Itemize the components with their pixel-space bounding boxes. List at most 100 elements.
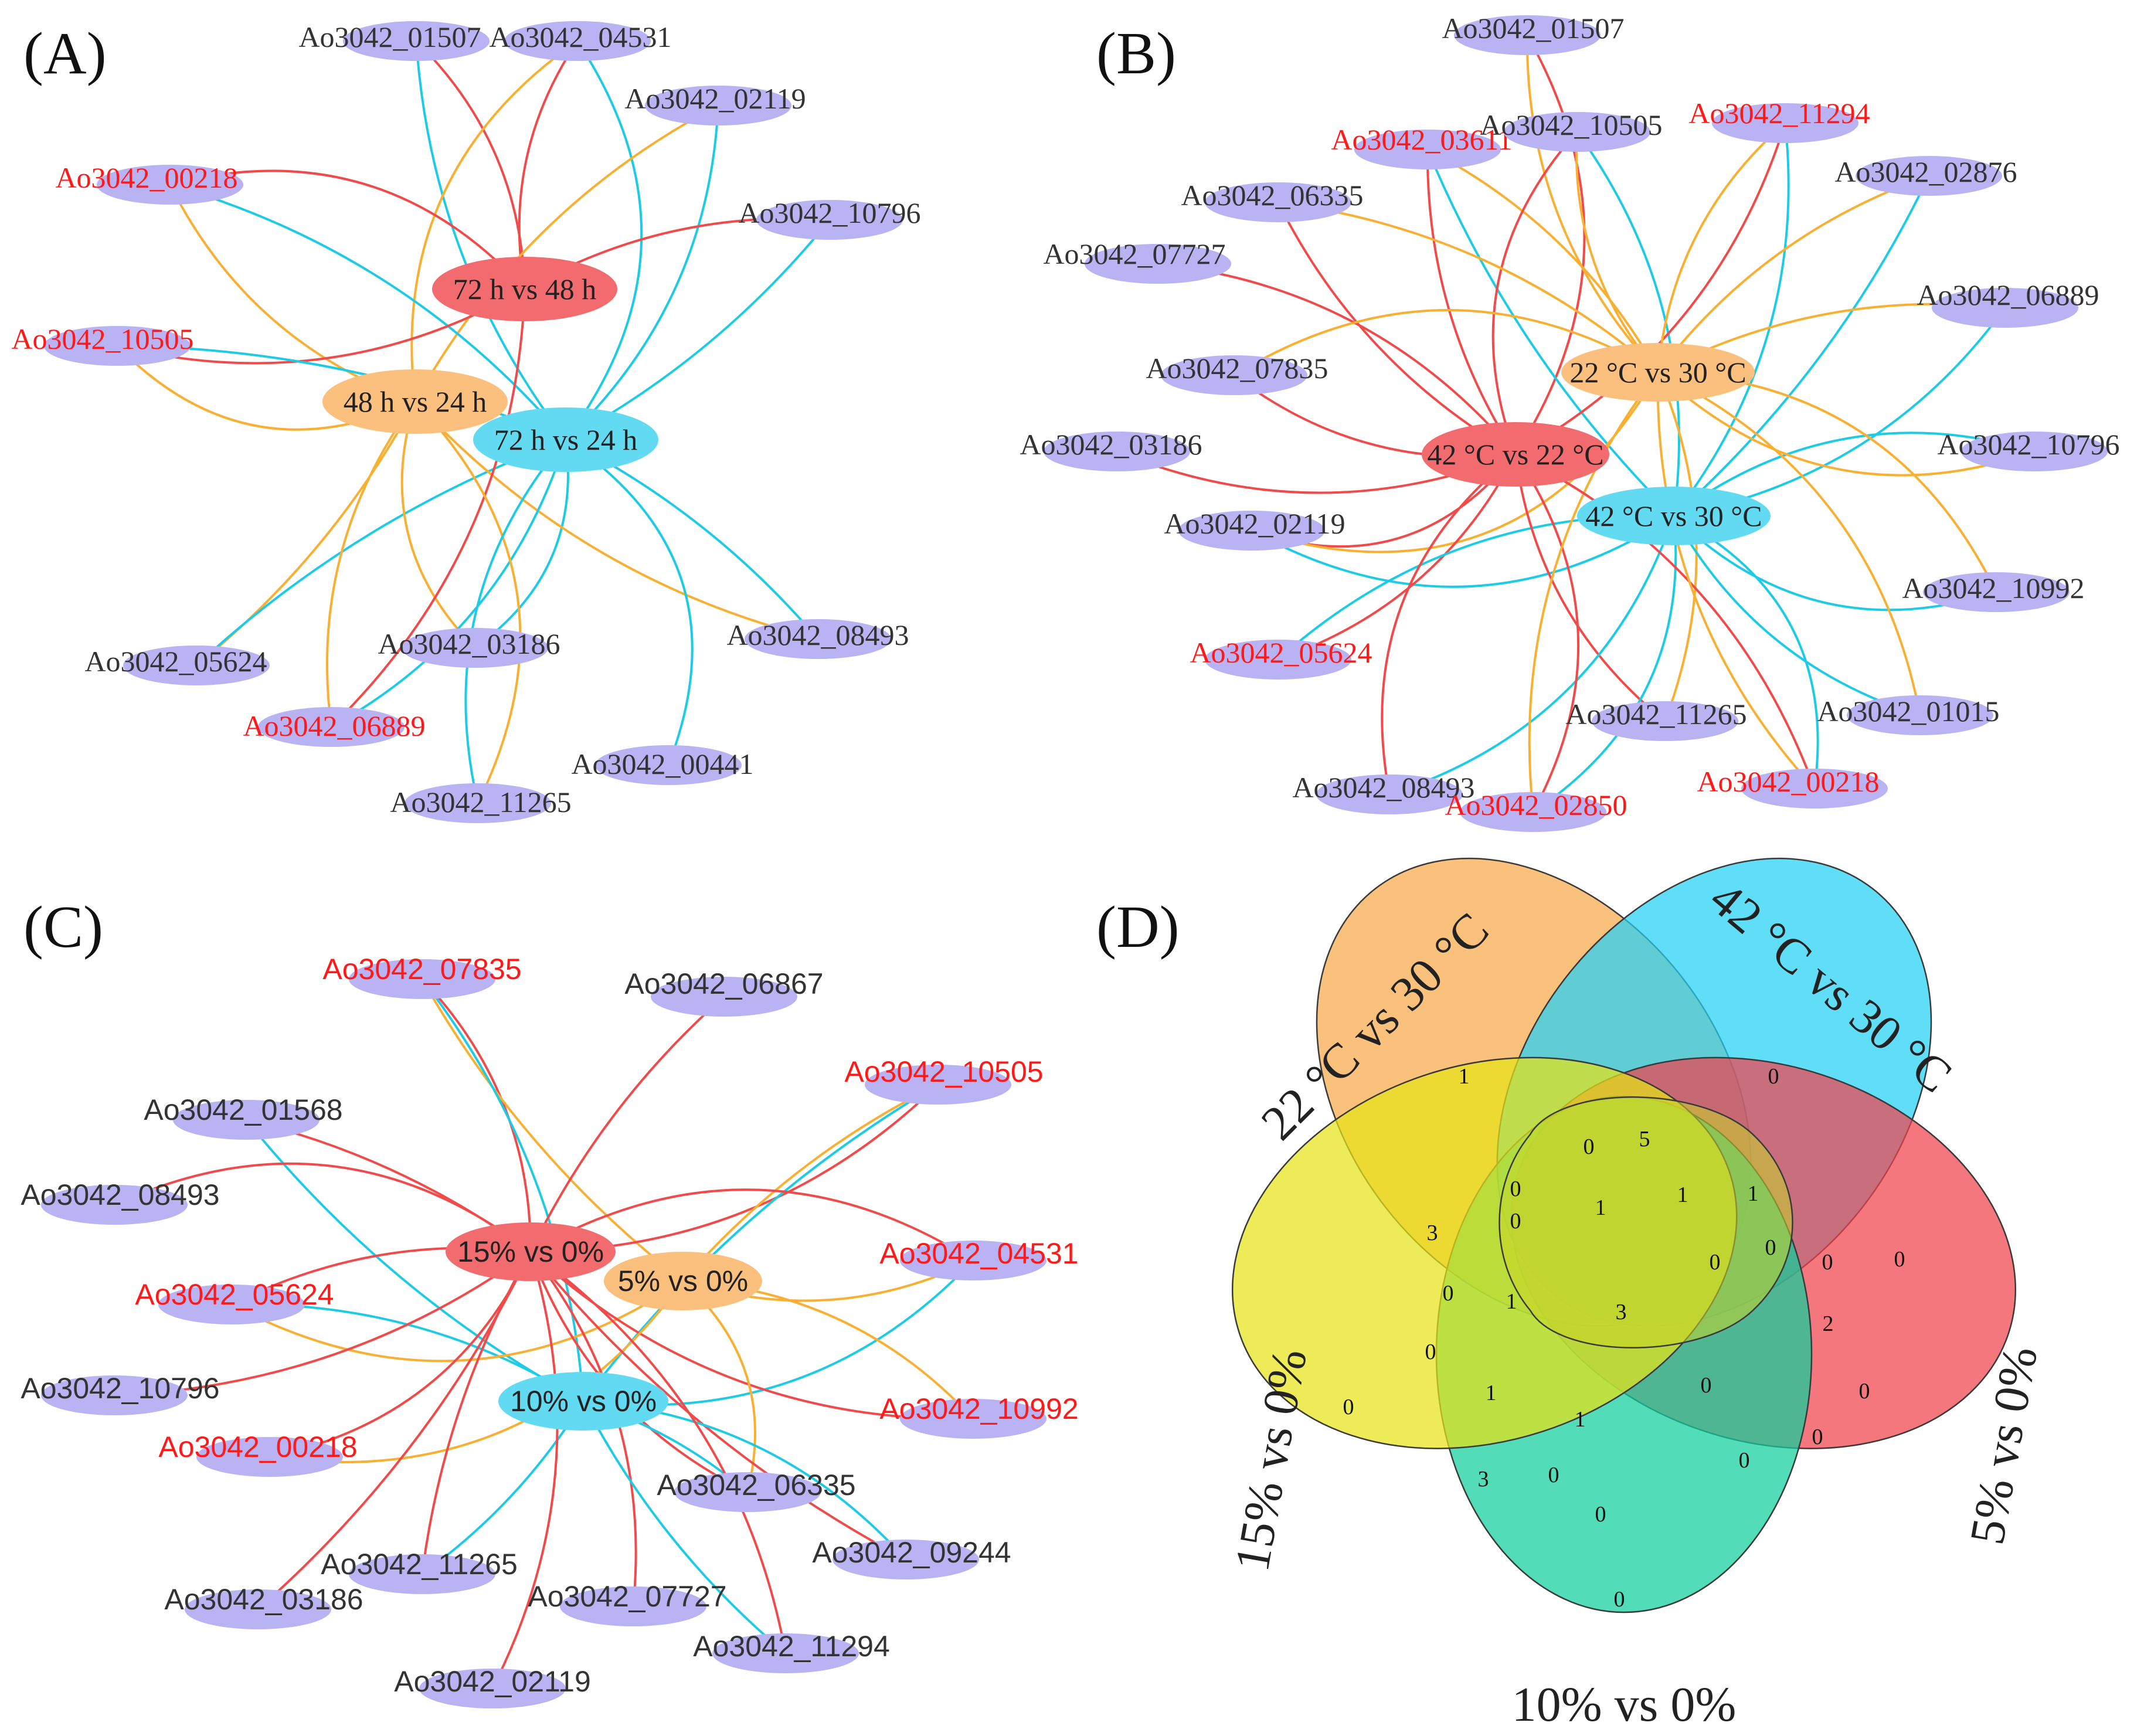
gene-label-g11294: Ao3042_11294 [1688, 97, 1870, 130]
gene-node-g06335[interactable]: Ao3042_06335 [1181, 179, 1364, 222]
gene-node-g10796[interactable]: Ao3042_10796 [21, 1372, 220, 1415]
gene-ellipse-g10992 [1923, 572, 2070, 612]
edge-g11294-h42_22 [1515, 123, 1786, 456]
hub-h22_30[interactable]: 22 °C vs 30 °C [1561, 343, 1755, 402]
gene-node-g03186[interactable]: Ao3042_03186 [378, 627, 560, 668]
gene-node-g06889[interactable]: Ao3042_06889 [243, 707, 426, 747]
gene-label-g00218: Ao3042_00218 [55, 161, 237, 194]
gene-ellipse-g00218 [1741, 769, 1888, 808]
gene-ellipse-g00218 [196, 1437, 343, 1477]
edge-g11265-h48_24 [414, 400, 522, 804]
hub-h5_0[interactable]: 5% vs 0% [604, 1252, 762, 1310]
gene-node-g06335[interactable]: Ao3042_06335 [657, 1469, 856, 1512]
gene-node-g06867[interactable]: Ao3042_06867 [624, 967, 824, 1017]
gene-node-g08493[interactable]: Ao3042_08493 [1292, 771, 1475, 814]
edge-g10505-h42_30 [1576, 131, 1680, 517]
gene-node-g10796[interactable]: Ao3042_10796 [738, 196, 921, 240]
gene-node-g10992[interactable]: Ao3042_10992 [1902, 572, 2085, 612]
gene-node-g10505[interactable]: Ao3042_10505 [844, 1055, 1044, 1105]
hub-h10_0[interactable]: 10% vs 0% [498, 1372, 668, 1431]
gene-label-g04531: Ao3042_04531 [879, 1237, 1078, 1270]
gene-node-g11294[interactable]: Ao3042_11294 [693, 1630, 890, 1673]
panel-a-edges [116, 40, 831, 804]
edge-g11294-h10_0 [582, 1401, 787, 1655]
gene-node-g11294[interactable]: Ao3042_11294 [1688, 97, 1870, 143]
gene-node-g07835[interactable]: Ao3042_07835 [1146, 352, 1328, 395]
gene-ellipse-g10796 [1961, 432, 2108, 471]
panel-b: (B) 22 °C vs 30 °C42 °C vs 22 °C42 °C vs… [1020, 12, 2120, 832]
gene-ellipse-g06867 [651, 977, 797, 1017]
gene-node-g05624[interactable]: Ao3042_05624 [84, 645, 270, 685]
hub-label-h42_30: 42 °C vs 30 °C [1585, 500, 1762, 532]
gene-node-g01568[interactable]: Ao3042_01568 [144, 1093, 343, 1140]
hub-h15_0[interactable]: 15% vs 0% [446, 1222, 616, 1281]
gene-node-g11265[interactable]: Ao3042_11265 [1565, 698, 1747, 741]
gene-node-g04531[interactable]: Ao3042_04531 [489, 21, 672, 61]
edge-g07835-h10_0 [421, 978, 585, 1402]
gene-node-g02119[interactable]: Ao3042_02119 [394, 1665, 591, 1708]
gene-node-g02119[interactable]: Ao3042_02119 [1164, 507, 1345, 551]
gene-node-g07727[interactable]: Ao3042_07727 [528, 1580, 727, 1626]
edge-g03186-h72_24 [474, 439, 569, 649]
hub-ellipse-h72_24 [473, 407, 658, 472]
gene-node-g10505[interactable]: Ao3042_10505 [1480, 108, 1663, 152]
gene-label-g10796: Ao3042_10796 [738, 196, 920, 229]
gene-node-g07835[interactable]: Ao3042_07835 [322, 953, 522, 999]
gene-node-g08493[interactable]: Ao3042_08493 [726, 619, 909, 659]
venn-count-r_0_m: 0 [1812, 1425, 1823, 1449]
gene-node-g02876[interactable]: Ao3042_02876 [1834, 155, 2017, 196]
gene-ellipse-g02876 [1856, 156, 2002, 196]
gene-node-g01507[interactable]: Ao3042_01507 [1442, 12, 1625, 55]
hub-h72_24[interactable]: 72 h vs 24 h [473, 407, 658, 472]
hub-h48_24[interactable]: 48 h vs 24 h [322, 369, 508, 434]
gene-node-g10505[interactable]: Ao3042_10505 [11, 322, 194, 366]
gene-node-g01015[interactable]: Ao3042_01015 [1817, 695, 2000, 735]
gene-node-g05624[interactable]: Ao3042_05624 [1190, 636, 1372, 680]
gene-node-g08493[interactable]: Ao3042_08493 [21, 1178, 220, 1225]
gene-node-g00441[interactable]: Ao3042_00441 [571, 745, 754, 785]
gene-ellipse-g10796 [41, 1375, 188, 1415]
hub-h72_48[interactable]: 72 h vs 48 h [432, 257, 617, 321]
edge-g04531-h72_48 [518, 40, 579, 290]
panel-a: (A) 72 h vs 48 h48 h vs 24 h72 h vs 24 h… [11, 21, 921, 823]
gene-label-g06867: Ao3042_06867 [624, 967, 823, 1000]
gene-node-g07727[interactable]: Ao3042_07727 [1043, 237, 1231, 284]
gene-node-g09244[interactable]: Ao3042_09244 [812, 1536, 1011, 1579]
gene-ellipse-g10505 [865, 1065, 1011, 1105]
gene-node-g00218[interactable]: Ao3042_00218 [55, 161, 243, 205]
edge-g04531-h48_24 [410, 40, 579, 402]
gene-node-g10992[interactable]: Ao3042_10992 [879, 1392, 1079, 1439]
hub-label-h15_0: 15% vs 0% [457, 1235, 604, 1268]
gene-ellipse-g10505 [44, 326, 191, 366]
edge-g11294-h22_30 [1657, 122, 1786, 373]
gene-node-g11265[interactable]: Ao3042_11265 [390, 783, 572, 823]
gene-node-g02119[interactable]: Ao3042_02119 [624, 82, 806, 125]
venn-count-only_42_30: 0 [1768, 1064, 1779, 1089]
hub-h42_22[interactable]: 42 °C vs 22 °C [1422, 422, 1609, 487]
edge-g02119-h42_30 [1251, 515, 1675, 588]
gene-node-g06889[interactable]: Ao3042_06889 [1917, 278, 2099, 328]
venn-count-only_15_0: 2 [1823, 1312, 1834, 1336]
venn-count-r_0_a: 0 [1584, 1134, 1595, 1159]
gene-node-g03186[interactable]: Ao3042_03186 [1020, 428, 1202, 471]
gene-node-g03186[interactable]: Ao3042_03186 [164, 1583, 363, 1629]
gene-node-g00218[interactable]: Ao3042_00218 [158, 1431, 358, 1477]
gene-node-g11265[interactable]: Ao3042_11265 [321, 1548, 518, 1594]
gene-ellipse-g04531 [900, 1241, 1046, 1280]
venn-count-r_1_a: 1 [1595, 1195, 1606, 1220]
gene-node-g05624[interactable]: Ao3042_05624 [135, 1278, 334, 1324]
edge-g02119-h72_24 [565, 105, 719, 441]
gene-node-g04531[interactable]: Ao3042_04531 [879, 1237, 1079, 1280]
gene-label-g10505: Ao3042_10505 [1480, 108, 1662, 141]
gene-node-g10796[interactable]: Ao3042_10796 [1937, 428, 2120, 471]
gene-node-g00218[interactable]: Ao3042_00218 [1697, 765, 1888, 808]
gene-ellipse-g02119 [645, 86, 791, 125]
gene-node-g02850[interactable]: Ao3042_02850 [1445, 789, 1627, 832]
hub-h42_30[interactable]: 42 °C vs 30 °C [1577, 487, 1771, 545]
gene-node-g03611[interactable]: Ao3042_03611 [1331, 123, 1513, 169]
edge-g06867-h15_0 [529, 996, 725, 1252]
gene-node-g01507[interactable]: Ao3042_01507 [298, 21, 490, 61]
gene-ellipse-g06889 [1932, 288, 2078, 328]
